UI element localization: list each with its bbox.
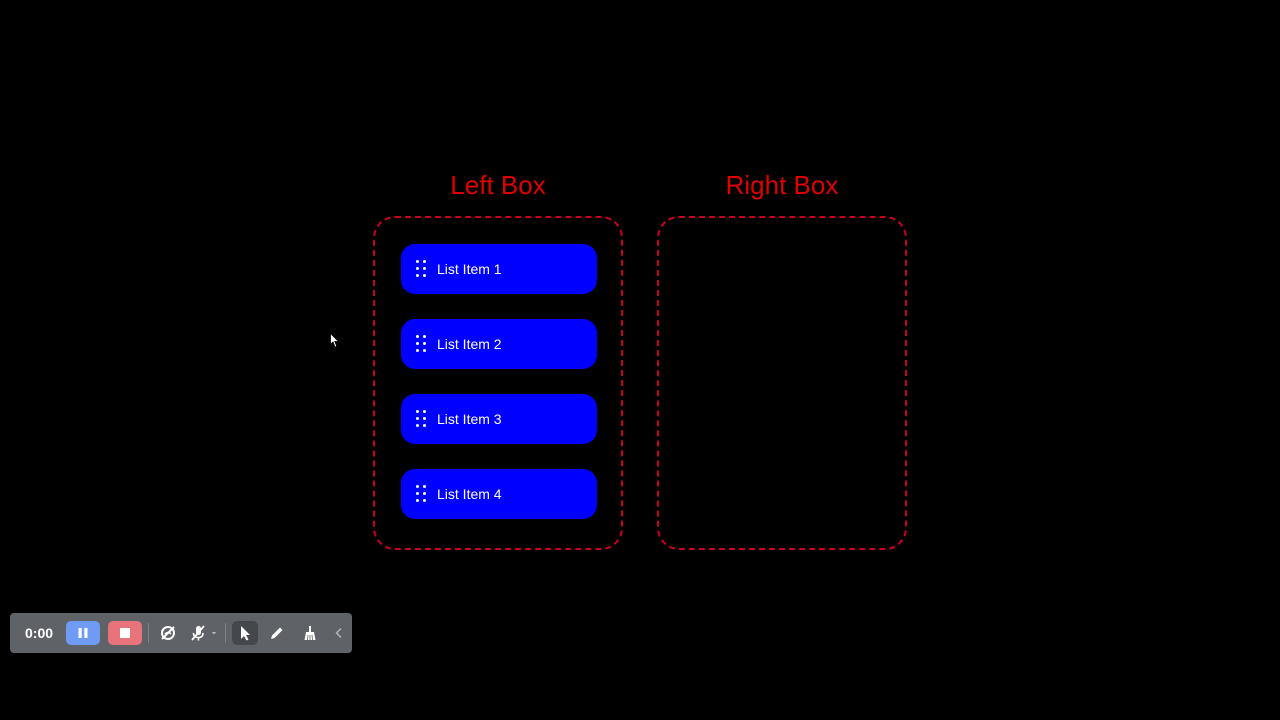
- microphone-toggle-button[interactable]: [187, 621, 209, 645]
- stop-icon: [120, 628, 130, 638]
- list-item-label: List Item 2: [437, 336, 502, 352]
- drag-handle-icon[interactable]: [416, 335, 426, 353]
- list-item-label: List Item 3: [437, 411, 502, 427]
- chevron-left-icon: [335, 627, 342, 639]
- right-box-dropzone[interactable]: [657, 216, 907, 550]
- stop-button[interactable]: [108, 621, 142, 645]
- pen-icon: [271, 627, 283, 639]
- list-item-3[interactable]: List Item 3: [401, 394, 597, 444]
- list-item-4[interactable]: List Item 4: [401, 469, 597, 519]
- camera-off-icon: [161, 626, 175, 640]
- pointer-tool-button[interactable]: [232, 621, 258, 645]
- right-box-title: Right Box: [725, 170, 839, 200]
- mouse-cursor-icon: [330, 333, 340, 348]
- list-item-label: List Item 1: [437, 261, 502, 277]
- camera-toggle-button[interactable]: [154, 621, 182, 645]
- list-item-2[interactable]: List Item 2: [401, 319, 597, 369]
- list-item-label: List Item 4: [437, 486, 502, 502]
- mic-off-icon: [191, 625, 205, 641]
- toolbar-divider: [225, 623, 226, 643]
- drag-handle-icon[interactable]: [416, 260, 426, 278]
- left-box-title: Left Box: [450, 170, 546, 200]
- collapse-toolbar-button[interactable]: [328, 621, 350, 645]
- pointer-icon: [241, 626, 250, 641]
- drag-handle-icon[interactable]: [416, 410, 426, 428]
- pen-tool-button[interactable]: [263, 621, 291, 645]
- recording-timer: 0:00: [25, 625, 54, 641]
- drag-handle-icon[interactable]: [416, 485, 426, 503]
- left-box-dropzone[interactable]: List Item 1 List Item 2 List Item 3 List…: [373, 216, 623, 550]
- recorder-toolbar: 0:00: [10, 613, 352, 653]
- list-item-1[interactable]: List Item 1: [401, 244, 597, 294]
- broom-icon: [304, 626, 316, 641]
- clear-annotations-button[interactable]: [296, 621, 324, 645]
- pause-button[interactable]: [66, 621, 100, 645]
- toolbar-divider: [148, 623, 149, 643]
- pause-icon: [78, 628, 88, 638]
- chevron-down-icon: [211, 632, 217, 635]
- microphone-options-button[interactable]: [209, 621, 219, 645]
